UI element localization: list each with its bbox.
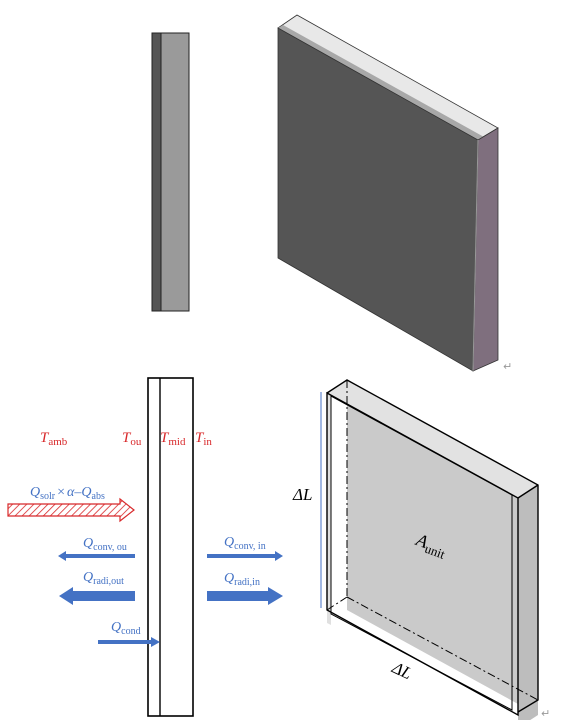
cell-top-right-edge bbox=[517, 484, 539, 499]
panel-top-edge bbox=[278, 25, 484, 140]
q-conv-out-label: Qconv, ou bbox=[83, 536, 127, 553]
q-cond-arrow bbox=[98, 637, 160, 647]
a-unit-label: Aunit bbox=[412, 529, 451, 562]
solar-label: Qsolr×α–Qabs bbox=[30, 485, 105, 502]
solar-arrow bbox=[7, 497, 135, 523]
cell-hidden-edge-corner bbox=[326, 596, 348, 611]
q-radi-in-arrow bbox=[207, 587, 283, 605]
panel-side-light-layer bbox=[160, 32, 190, 312]
t-amb-label: Tamb bbox=[40, 430, 68, 448]
q-radi-in-label: Qradi,in bbox=[224, 571, 260, 588]
cell-right-face bbox=[518, 485, 538, 720]
return-mark-1: ↵ bbox=[503, 360, 512, 373]
panel-corner-edge bbox=[472, 139, 479, 372]
delta-l-horizontal-label: ΔL bbox=[388, 657, 415, 683]
panel-side-dark-layer bbox=[151, 32, 162, 312]
cell-top-face bbox=[327, 380, 538, 498]
q-conv-out-arrow bbox=[58, 551, 135, 561]
return-mark-2: ↵ bbox=[541, 707, 550, 720]
t-in-label: Tin bbox=[195, 430, 212, 448]
unit-cell-isometric bbox=[320, 379, 539, 720]
delta-l-vertical-label: ΔL bbox=[292, 485, 312, 504]
cell-hidden-edge-bottom bbox=[346, 596, 539, 701]
cell-inner-frame bbox=[330, 395, 513, 711]
q-conv-in-arrow bbox=[207, 551, 283, 561]
q-cond-label: Qcond bbox=[111, 620, 141, 637]
panel-isometric-view bbox=[277, 14, 499, 372]
wall-cross-section bbox=[147, 377, 194, 717]
t-out-label: Tou bbox=[122, 430, 142, 448]
cell-left-strip bbox=[327, 393, 331, 625]
wall-outer-rect bbox=[147, 377, 194, 717]
q-radi-out-arrow bbox=[59, 587, 135, 605]
q-radi-out-label: Qradi,out bbox=[83, 570, 124, 587]
t-mid-label: Tmid bbox=[160, 430, 186, 448]
panel-side-view bbox=[151, 32, 190, 312]
q-conv-in-label: Qconv, in bbox=[224, 535, 266, 552]
